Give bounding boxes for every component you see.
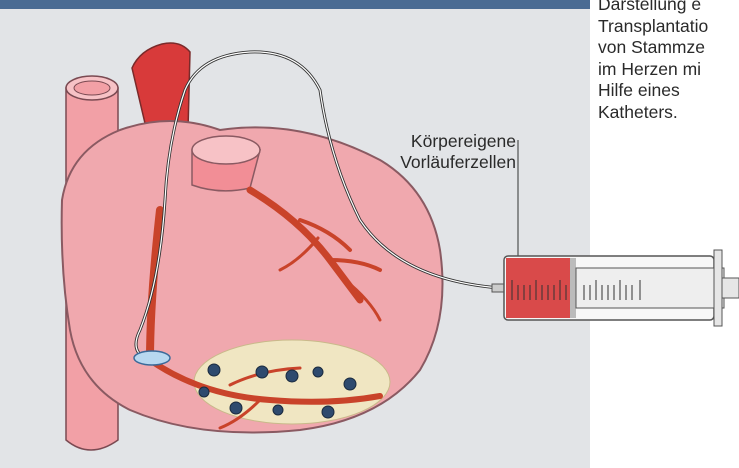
pulmonary-trunk <box>192 136 260 191</box>
syringe <box>492 250 739 326</box>
caption-line-4: im Herzen mi <box>598 59 739 81</box>
caption-line-5: Hilfe eines <box>598 80 739 102</box>
catheter-balloon <box>134 351 170 365</box>
figure-caption: Darstellung e Transplantatio von Stammze… <box>598 0 739 123</box>
callout-label: Körpereigene Vorläuferzellen <box>376 131 516 173</box>
callout-line-1: Körpereigene <box>376 131 516 152</box>
caption-line-6: Katheters. <box>598 102 739 124</box>
caption-line-3: von Stammze <box>598 37 739 59</box>
callout-line-2: Vorläuferzellen <box>376 152 516 173</box>
caption-line-2: Transplantatio <box>598 16 739 38</box>
caption-line-1: Darstellung e <box>598 0 739 16</box>
